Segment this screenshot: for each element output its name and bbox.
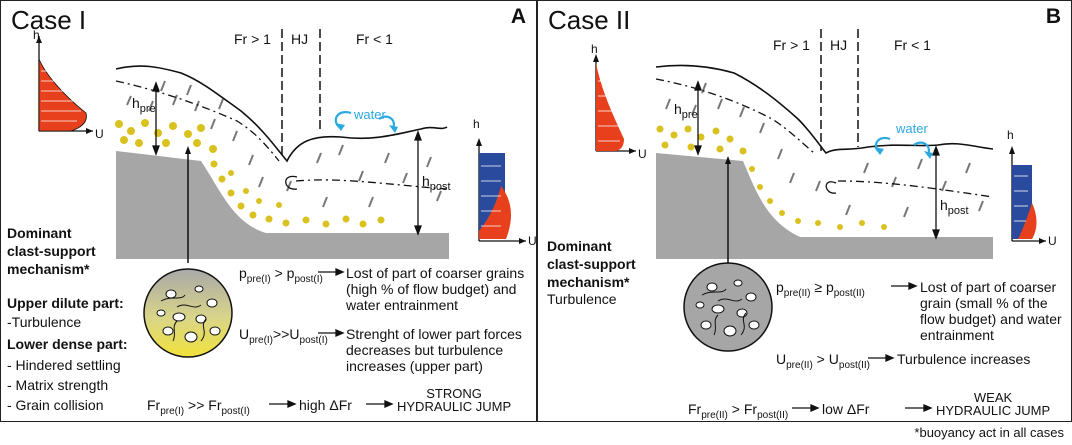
fine-clasts <box>126 80 442 208</box>
zone-hydraulic-jump: HJ <box>830 37 848 53</box>
axis-h-label-post: h <box>1007 128 1014 142</box>
velocity-profile-post <box>476 138 526 244</box>
panel-letter: A <box>510 5 526 28</box>
velocity-profile-red <box>593 54 636 154</box>
eq-pressure: ppre(I) > ppost(I) <box>239 265 323 285</box>
axis-u-label-post: U <box>528 234 537 248</box>
footnote: *buoyancy act in all cases <box>914 425 1064 440</box>
h-pre-arrow <box>152 81 160 156</box>
fine-clasts <box>665 82 984 218</box>
diagram-case-1 <box>36 29 526 408</box>
h-post-arrow <box>932 145 940 240</box>
lower-part-items: - Hindered settling - Matrix strength - … <box>7 357 121 413</box>
eq-froude-mid: low ΔFr <box>822 401 870 417</box>
mechanism-title: Dominant clast-support mechanism* <box>547 238 636 290</box>
panel-letter: B <box>1045 5 1061 28</box>
zone-supercritical: Fr > 1 <box>773 37 810 53</box>
upper-part-item: -Turbulence <box>7 314 82 330</box>
lower-part-title: Lower dense part: <box>7 336 128 352</box>
panel-case-1: Case I A <box>0 0 537 422</box>
h-pre-label: hpre <box>132 95 156 115</box>
bed-slope <box>656 153 993 259</box>
eq-velocity: Upre(I)>>Upost(I) <box>239 326 328 346</box>
case-title: Case II <box>548 5 631 35</box>
internal-boundary <box>115 80 448 190</box>
eq-froude: Frpre(I) >> Frpost(I) <box>147 397 250 417</box>
result-arrows <box>792 282 933 412</box>
water-label: water <box>354 107 386 122</box>
vortex <box>825 181 837 194</box>
axis-u-label: U <box>95 127 104 141</box>
eq-velocity-result: Turbulence increases <box>897 351 1031 367</box>
axis-h-label: h <box>591 42 598 56</box>
zone-subcritical: Fr < 1 <box>894 37 931 53</box>
axis-u-label-post: U <box>1048 234 1057 248</box>
water-label: water <box>896 121 928 136</box>
internal-boundary <box>655 78 994 198</box>
velocity-profile-post <box>1009 146 1046 244</box>
h-post-label: hpost <box>940 197 969 217</box>
coarse-grains <box>656 125 887 230</box>
clast-grains <box>156 285 221 343</box>
axis-h-label-post: h <box>473 117 480 131</box>
velocity-profile-red <box>36 36 93 134</box>
turbulence-arrows <box>160 294 207 342</box>
case-title: Case I <box>11 5 87 35</box>
vortex <box>285 175 298 190</box>
zone-subcritical: Fr < 1 <box>356 31 393 47</box>
mechanism-title: Dominant clast-support mechanism* <box>7 225 96 277</box>
eq-froude-mid: high ΔFr <box>299 397 352 413</box>
water-entrainment-icon <box>874 136 933 159</box>
result-arrows <box>269 268 394 408</box>
axis-u-label: U <box>638 147 647 161</box>
turbulence-arrows <box>701 288 747 336</box>
eq-pressure-result: Lost of part of coarser grains(high % of… <box>346 265 525 313</box>
h-post-arrow <box>414 130 422 236</box>
eq-pressure: ppre(II) ≥ ppost(II) <box>776 279 865 299</box>
axis-h-label: h <box>33 28 40 42</box>
bed-slope <box>116 151 449 259</box>
flow-surface <box>115 65 448 163</box>
eq-froude: Frpre(II) > Frpost(II) <box>688 401 789 421</box>
zone-hydraulic-jump: HJ <box>291 31 309 47</box>
diagram-case-2 <box>593 29 1046 412</box>
water-entrainment-icon <box>334 111 398 133</box>
flow-surface <box>655 64 994 155</box>
h-pre-arrow <box>694 80 702 156</box>
h-pre-label: hpre <box>674 101 698 121</box>
upper-part-title: Upper dilute part: <box>7 295 124 311</box>
h-post-label: hpost <box>422 173 451 193</box>
zone-supercritical: Fr > 1 <box>234 31 271 47</box>
panel-case-2: Case II B <box>537 0 1072 422</box>
eq-velocity: Upre(II) > Upost(II) <box>776 351 871 371</box>
mechanism-value: Turbulence <box>547 291 617 307</box>
